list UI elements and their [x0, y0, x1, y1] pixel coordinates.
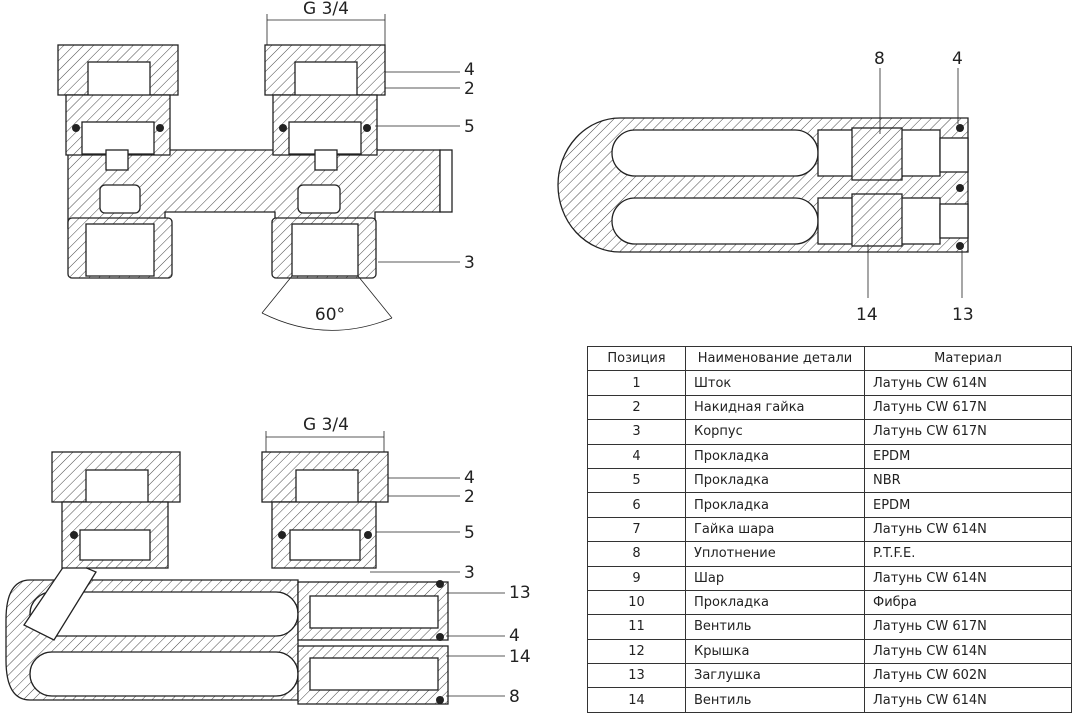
- angle-dimension: 60°: [315, 305, 345, 325]
- material-cell: Латунь CW 614N: [864, 638, 1072, 665]
- material-cell: P.T.F.E.: [864, 541, 1072, 567]
- position-label: 4: [464, 60, 475, 80]
- position-cell: 11: [587, 614, 686, 640]
- material-cell: Латунь CW 602N: [864, 663, 1072, 689]
- position-label: 13: [509, 583, 531, 603]
- position-cell: 5: [587, 467, 686, 494]
- position-cell: 9: [587, 565, 686, 591]
- part-name-cell: Шток: [685, 370, 865, 396]
- material-cell: Латунь CW 614N: [864, 687, 1072, 713]
- position-cell: 6: [587, 492, 686, 518]
- part-name-cell: Гайка шара: [685, 516, 865, 543]
- position-label: 4: [509, 626, 520, 646]
- material-cell: Фибра: [864, 589, 1072, 616]
- manifold-side-section-view: [5, 431, 505, 705]
- column-header: Позиция: [587, 345, 686, 372]
- position-cell: 3: [587, 419, 686, 445]
- material-cell: Латунь CW 614N: [864, 370, 1072, 396]
- material-cell: Латунь CW 614N: [864, 516, 1072, 543]
- position-label: 2: [464, 487, 475, 507]
- part-name-cell: Корпус: [685, 419, 865, 445]
- manifold-front-section-view: [57, 14, 460, 331]
- position-label: 3: [464, 253, 475, 273]
- material-cell: NBR: [864, 467, 1072, 494]
- part-name-cell: Накидная гайка: [685, 394, 865, 421]
- position-label: 5: [464, 523, 475, 543]
- part-name-cell: Шар: [685, 565, 865, 591]
- position-cell: 2: [587, 394, 686, 421]
- part-name-cell: Вентиль: [685, 614, 865, 640]
- position-label: 4: [464, 468, 475, 488]
- position-label: 5: [464, 117, 475, 137]
- part-name-cell: Прокладка: [685, 467, 865, 494]
- position-cell: 10: [587, 589, 686, 616]
- material-cell: Латунь CW 617N: [864, 419, 1072, 445]
- position-label: 2: [464, 79, 475, 99]
- thread-dimension-bottom: G 3/4: [303, 415, 349, 435]
- position-cell: 8: [587, 541, 686, 567]
- position-label: 4: [952, 49, 963, 69]
- material-cell: EPDM: [864, 443, 1072, 469]
- column-header: Наименование детали: [685, 345, 865, 372]
- position-cell: 12: [587, 638, 686, 665]
- position-label: 13: [952, 305, 974, 325]
- position-label: 8: [874, 49, 885, 69]
- part-name-cell: Уплотнение: [685, 541, 865, 567]
- material-cell: Латунь CW 617N: [864, 614, 1072, 640]
- union-nut-left: [57, 44, 179, 171]
- position-cell: 14: [587, 687, 686, 713]
- part-name-cell: Прокладка: [685, 492, 865, 518]
- position-label: 8: [509, 687, 520, 707]
- position-label: 3: [464, 563, 475, 583]
- position-cell: 4: [587, 443, 686, 469]
- position-label: 14: [509, 647, 531, 667]
- position-label: 14: [856, 305, 878, 325]
- material-cell: Латунь CW 617N: [864, 394, 1072, 421]
- part-name-cell: Прокладка: [685, 443, 865, 469]
- position-cell: 7: [587, 516, 686, 543]
- column-header: Материал: [864, 345, 1072, 372]
- part-name-cell: Вентиль: [685, 687, 865, 713]
- part-name-cell: Заглушка: [685, 663, 865, 689]
- manifold-plan-section-view: [557, 68, 969, 298]
- material-cell: EPDM: [864, 492, 1072, 518]
- material-cell: Латунь CW 614N: [864, 565, 1072, 591]
- position-cell: 13: [587, 663, 686, 689]
- position-cell: 1: [587, 370, 686, 396]
- part-name-cell: Крышка: [685, 638, 865, 665]
- union-nut-right: [264, 44, 386, 171]
- table-header-row: Позиция Наименование детали Материал: [587, 345, 1072, 372]
- part-name-cell: Прокладка: [685, 589, 865, 616]
- thread-dimension-top: G 3/4: [303, 0, 349, 19]
